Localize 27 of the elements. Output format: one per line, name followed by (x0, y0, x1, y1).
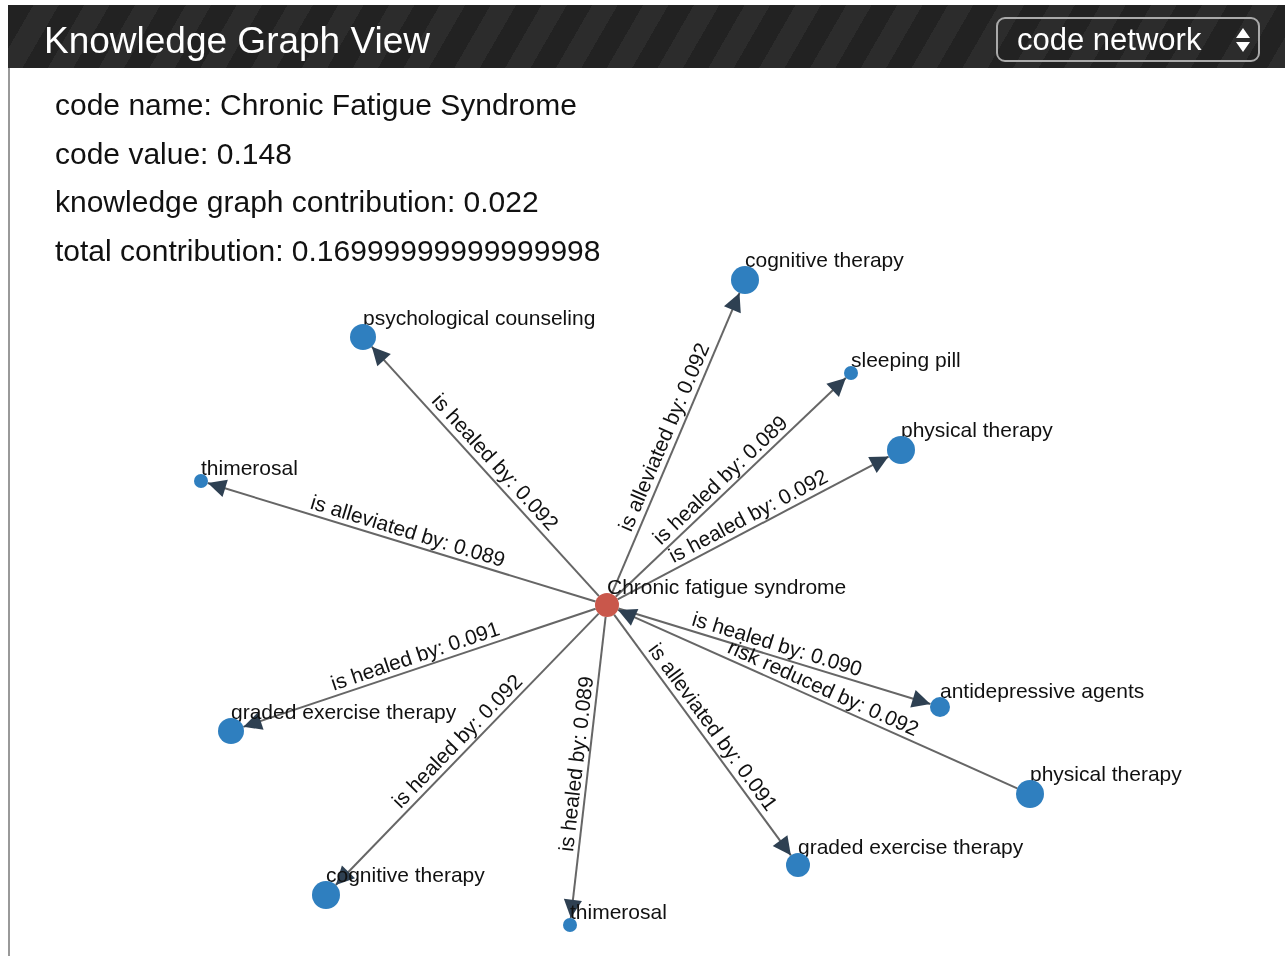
info-text: total contribution: 0.16999999999999998 (55, 232, 601, 269)
info-text: code value: 0.148 (55, 135, 292, 172)
arrow (616, 455, 890, 601)
arrow (617, 607, 932, 708)
info-text: knowledge graph contribution: 0.022 (55, 184, 539, 220)
node-label: graded exercise therapy (797, 835, 1024, 859)
panel-title: Knowledge Graph View (44, 19, 430, 63)
arrow (334, 612, 600, 886)
node-label: cognitive therapy (744, 248, 904, 272)
node-label: physical therapy (1029, 762, 1182, 786)
arrow (206, 479, 597, 603)
node-label: graded exercise therapy (230, 700, 457, 723)
arrow (370, 345, 600, 598)
arrow (616, 608, 1019, 790)
edge-label: is healed by: 0.089 (553, 674, 598, 853)
arrow (613, 613, 792, 857)
arrow (242, 607, 597, 730)
node-label: sleeping pill (850, 348, 961, 372)
node-label: physical therapy (900, 418, 1053, 442)
dropdown: code network (996, 17, 1260, 62)
info-text: code name: Chronic Fatigue Syndrome (55, 87, 577, 123)
arrow (610, 291, 741, 595)
node-label: antidepressive agents (939, 679, 1145, 703)
node-label: psychological counseling (362, 306, 596, 330)
node-label: thimerosal (200, 456, 298, 480)
arrow (563, 615, 607, 920)
arrow (614, 376, 847, 598)
